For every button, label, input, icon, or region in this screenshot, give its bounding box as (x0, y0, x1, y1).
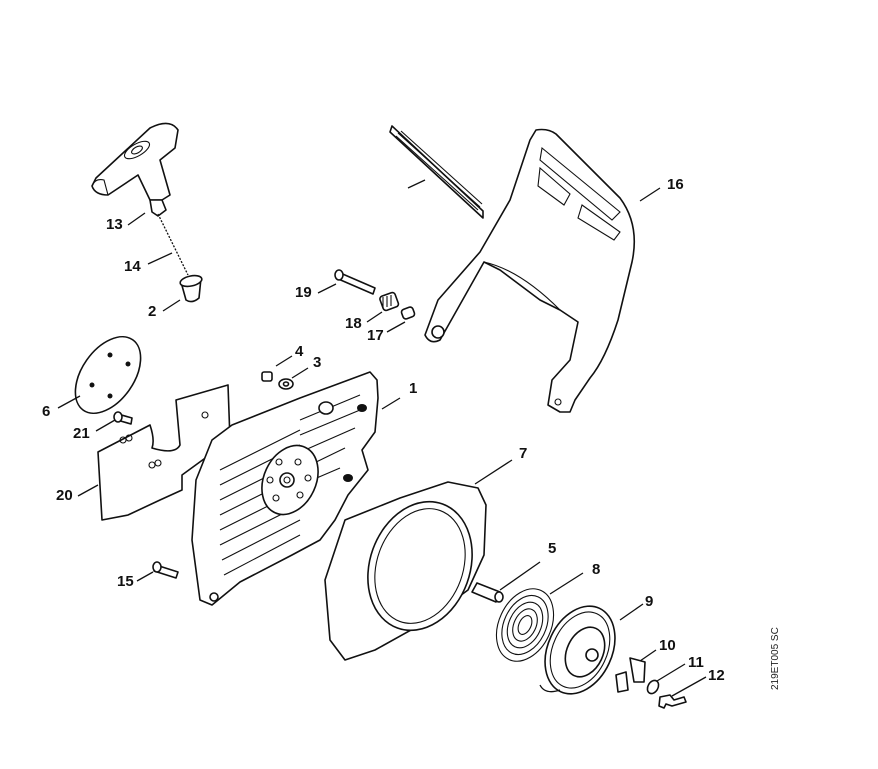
part-13-starter-grip[interactable] (91, 122, 179, 217)
part-20-plate[interactable] (97, 384, 231, 521)
part-label-13: 13 (106, 216, 123, 233)
part-label-2: 2 (148, 303, 157, 320)
part-label-6: 6 (42, 403, 51, 420)
part-label-18: 18 (345, 315, 362, 332)
part-9-rope-rotor[interactable] (532, 595, 629, 705)
part-6-plate[interactable] (62, 325, 154, 425)
part-label-14: 14 (124, 258, 141, 275)
part-8-rewind-spring[interactable] (485, 580, 564, 671)
part-19-screw[interactable] (334, 269, 376, 295)
part-2-grommet[interactable] (179, 274, 203, 303)
part-1-fan-housing[interactable] (191, 371, 379, 606)
part-15-screw[interactable] (152, 561, 179, 579)
part-12-spring-clip[interactable] (658, 694, 687, 709)
part-label-9: 9 (645, 593, 654, 610)
part-3-washer[interactable] (278, 378, 294, 390)
part-10-pawl[interactable] (615, 657, 646, 693)
part-label-11: 11 (688, 654, 704, 671)
part-17-sleeve[interactable] (400, 306, 416, 320)
part-11-washer[interactable] (645, 678, 661, 695)
part-label-15: 15 (117, 573, 134, 590)
part-14-starter-rope[interactable] (157, 213, 189, 276)
part-label-12: 12 (708, 667, 725, 684)
part-label-16: 16 (667, 176, 684, 193)
leader-lines (57, 179, 707, 697)
part-7-cover[interactable] (324, 481, 490, 661)
part-4-screw[interactable] (261, 371, 273, 382)
drawing-code: 219ET005 SC (770, 627, 781, 690)
part-label-7: 7 (519, 445, 528, 462)
part-label-17: 17 (367, 327, 384, 344)
part-16-hand-guard[interactable] (389, 125, 636, 413)
part-label-4: 4 (295, 343, 304, 360)
part-label-20: 20 (56, 487, 73, 504)
part-label-1: 1 (409, 380, 418, 397)
part-18-spring[interactable] (379, 291, 400, 312)
part-label-3: 3 (313, 354, 322, 371)
part-5-post[interactable] (471, 582, 504, 603)
part-label-8: 8 (592, 561, 601, 578)
part-label-19: 19 (295, 284, 312, 301)
part-label-5: 5 (548, 540, 557, 557)
part-label-10: 10 (659, 637, 676, 654)
part-21-screw[interactable] (113, 411, 133, 425)
part-label-21: 21 (73, 425, 90, 442)
